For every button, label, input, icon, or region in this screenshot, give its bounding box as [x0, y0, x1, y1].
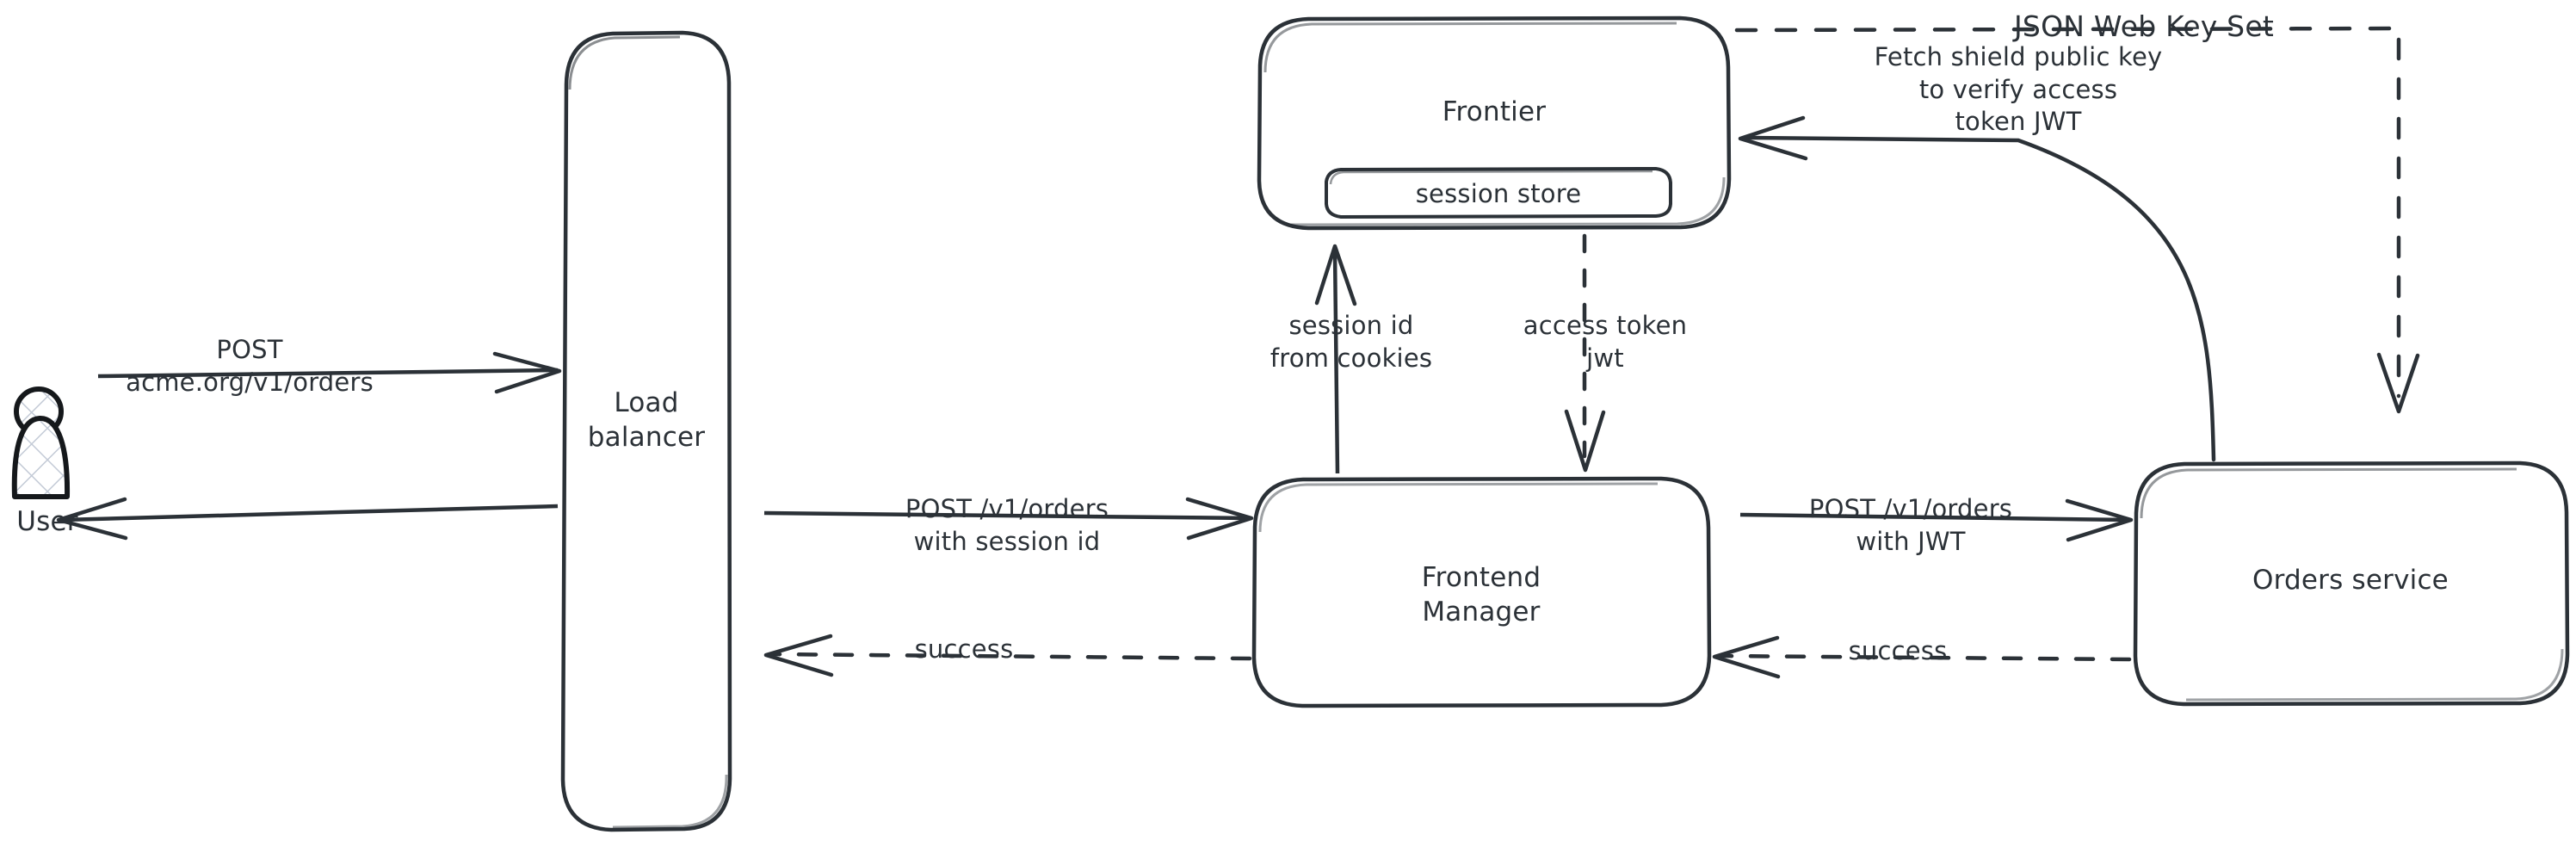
node-orders-service[interactable] [2133, 461, 2570, 707]
node-frontend-manager[interactable] [1251, 476, 1712, 708]
edge-frontier-to-frontend-manager [1564, 233, 1606, 473]
edge-orders-service-to-frontend-manager-success [1712, 635, 2132, 679]
edge-frontend-manager-to-load-balancer-success [763, 634, 1252, 677]
edge-load-balancer-to-user [56, 497, 559, 541]
edge-frontier-to-orders-service-jwks [1734, 26, 2420, 414]
edge-frontend-manager-to-frontier [1314, 244, 1357, 474]
edge-load-balancer-to-frontend-manager [763, 497, 1254, 541]
edge-orders-service-to-frontier [1738, 115, 2216, 462]
edge-frontend-manager-to-orders-service [1739, 498, 2134, 542]
user-actor-icon [11, 386, 71, 499]
node-load-balancer[interactable] [560, 30, 732, 832]
edge-user-to-load-balancer [97, 351, 562, 394]
node-session-store[interactable] [1325, 167, 1672, 219]
